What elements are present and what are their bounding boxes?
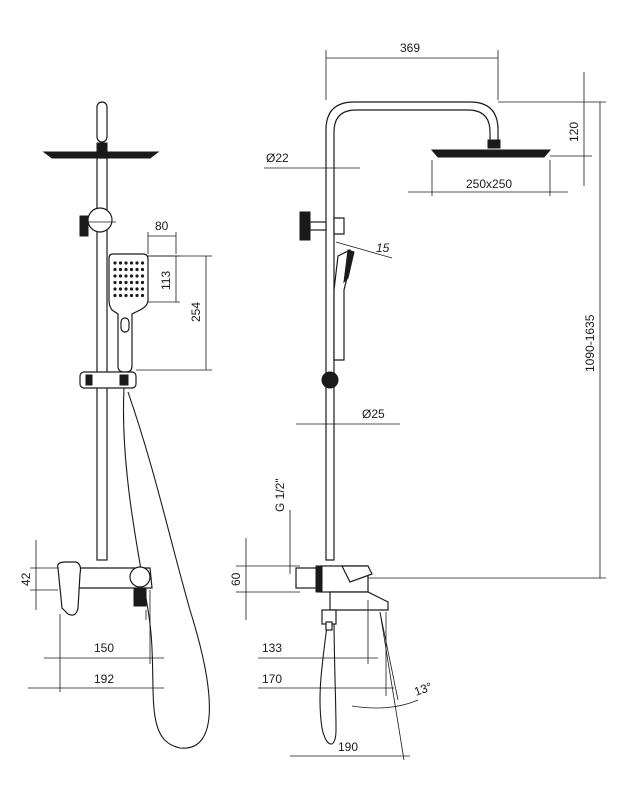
spray-nozzle: [135, 267, 139, 272]
spray-nozzle: [129, 293, 134, 298]
side-diverter: [309, 221, 327, 231]
spray-nozzle: [113, 261, 117, 265]
side-diverter-knob: [299, 211, 311, 241]
dim-369: 369: [400, 41, 420, 55]
dim-190: 190: [338, 740, 358, 754]
dim-113: 113: [159, 271, 173, 290]
front-diverter: [87, 207, 113, 233]
front-head-neck: [96, 142, 108, 154]
spray-nozzle: [113, 274, 117, 278]
side-spout: [329, 591, 389, 611]
spray-nozzle: [118, 261, 123, 265]
spray-nozzle: [124, 293, 128, 298]
dim-254: 254: [189, 302, 203, 322]
side-mixer-lever: [341, 565, 373, 583]
spray-nozzle: [124, 280, 128, 285]
spray-nozzle: [113, 267, 117, 272]
spray-nozzle: [124, 267, 128, 272]
spray-nozzle: [129, 267, 134, 272]
spray-nozzle: [135, 280, 139, 285]
front-diverter-lever: [79, 215, 89, 237]
side-hose: [319, 614, 337, 745]
front-mixer-cap: [129, 566, 151, 588]
dim-13-deg: 13°: [412, 679, 434, 698]
side-rain-head: [430, 149, 552, 158]
dim-1090-1635: 1090-1635: [583, 314, 597, 372]
front-hose: [122, 387, 210, 749]
spray-nozzle: [140, 287, 145, 291]
front-riser-top-cap: [96, 101, 108, 143]
dim-d25: Ø25: [362, 407, 385, 421]
dim-15: 15: [376, 241, 390, 255]
spray-nozzle: [140, 274, 145, 278]
spray-nozzle: [129, 280, 134, 285]
spray-nozzle: [118, 287, 123, 291]
spray-nozzle: [129, 274, 134, 278]
spray-nozzle: [135, 293, 139, 298]
spray-nozzle: [124, 261, 128, 265]
dim-170: 170: [262, 672, 282, 686]
dim-192: 192: [94, 672, 114, 686]
dim-133: 133: [262, 641, 282, 655]
spray-nozzle: [129, 287, 134, 291]
spray-nozzle: [113, 280, 117, 285]
side-shower-arm: [325, 101, 499, 561]
spray-nozzle: [129, 261, 134, 265]
dim-120: 120: [567, 122, 581, 142]
dim-d22: Ø22: [266, 151, 289, 165]
spray-nozzle: [140, 280, 145, 285]
dim-60: 60: [229, 572, 243, 586]
spray-nozzle: [140, 293, 145, 298]
front-mixer-lever: [57, 561, 82, 616]
front-hand-shower-button: [120, 317, 130, 333]
spray-nozzle: [118, 280, 123, 285]
dim-150: 150: [94, 641, 114, 655]
spray-nozzle: [135, 287, 139, 291]
dim-g12: G 1/2": [273, 478, 287, 512]
spray-nozzle: [135, 274, 139, 278]
front-rain-head: [42, 151, 160, 159]
side-hand-shower-face: [343, 249, 355, 284]
front-riser-pipe: [96, 157, 108, 561]
spray-nozzle: [140, 261, 145, 265]
dim-250x250: 250x250: [466, 177, 512, 191]
spray-nozzle: [113, 293, 117, 298]
dim-42: 42: [19, 572, 33, 586]
spray-nozzle: [113, 287, 117, 291]
front-spray-nozzles: [113, 261, 145, 298]
spray-nozzle: [124, 287, 128, 291]
spray-nozzle: [118, 293, 123, 298]
front-hose-connector: [133, 587, 147, 607]
dim-80: 80: [155, 219, 169, 233]
spray-nozzle: [124, 274, 128, 278]
spray-nozzle: [135, 261, 139, 265]
spray-nozzle: [118, 274, 123, 278]
side-slider-knob: [321, 371, 339, 389]
spray-nozzle: [140, 267, 145, 272]
side-view: 369 120 Ø22 250x250 15 Ø25 1090-1635 G 1…: [229, 41, 606, 761]
front-view: 80 113 254 42 150 192: [19, 101, 212, 749]
front-hand-shower: [108, 253, 149, 373]
spray-nozzle: [118, 267, 123, 272]
